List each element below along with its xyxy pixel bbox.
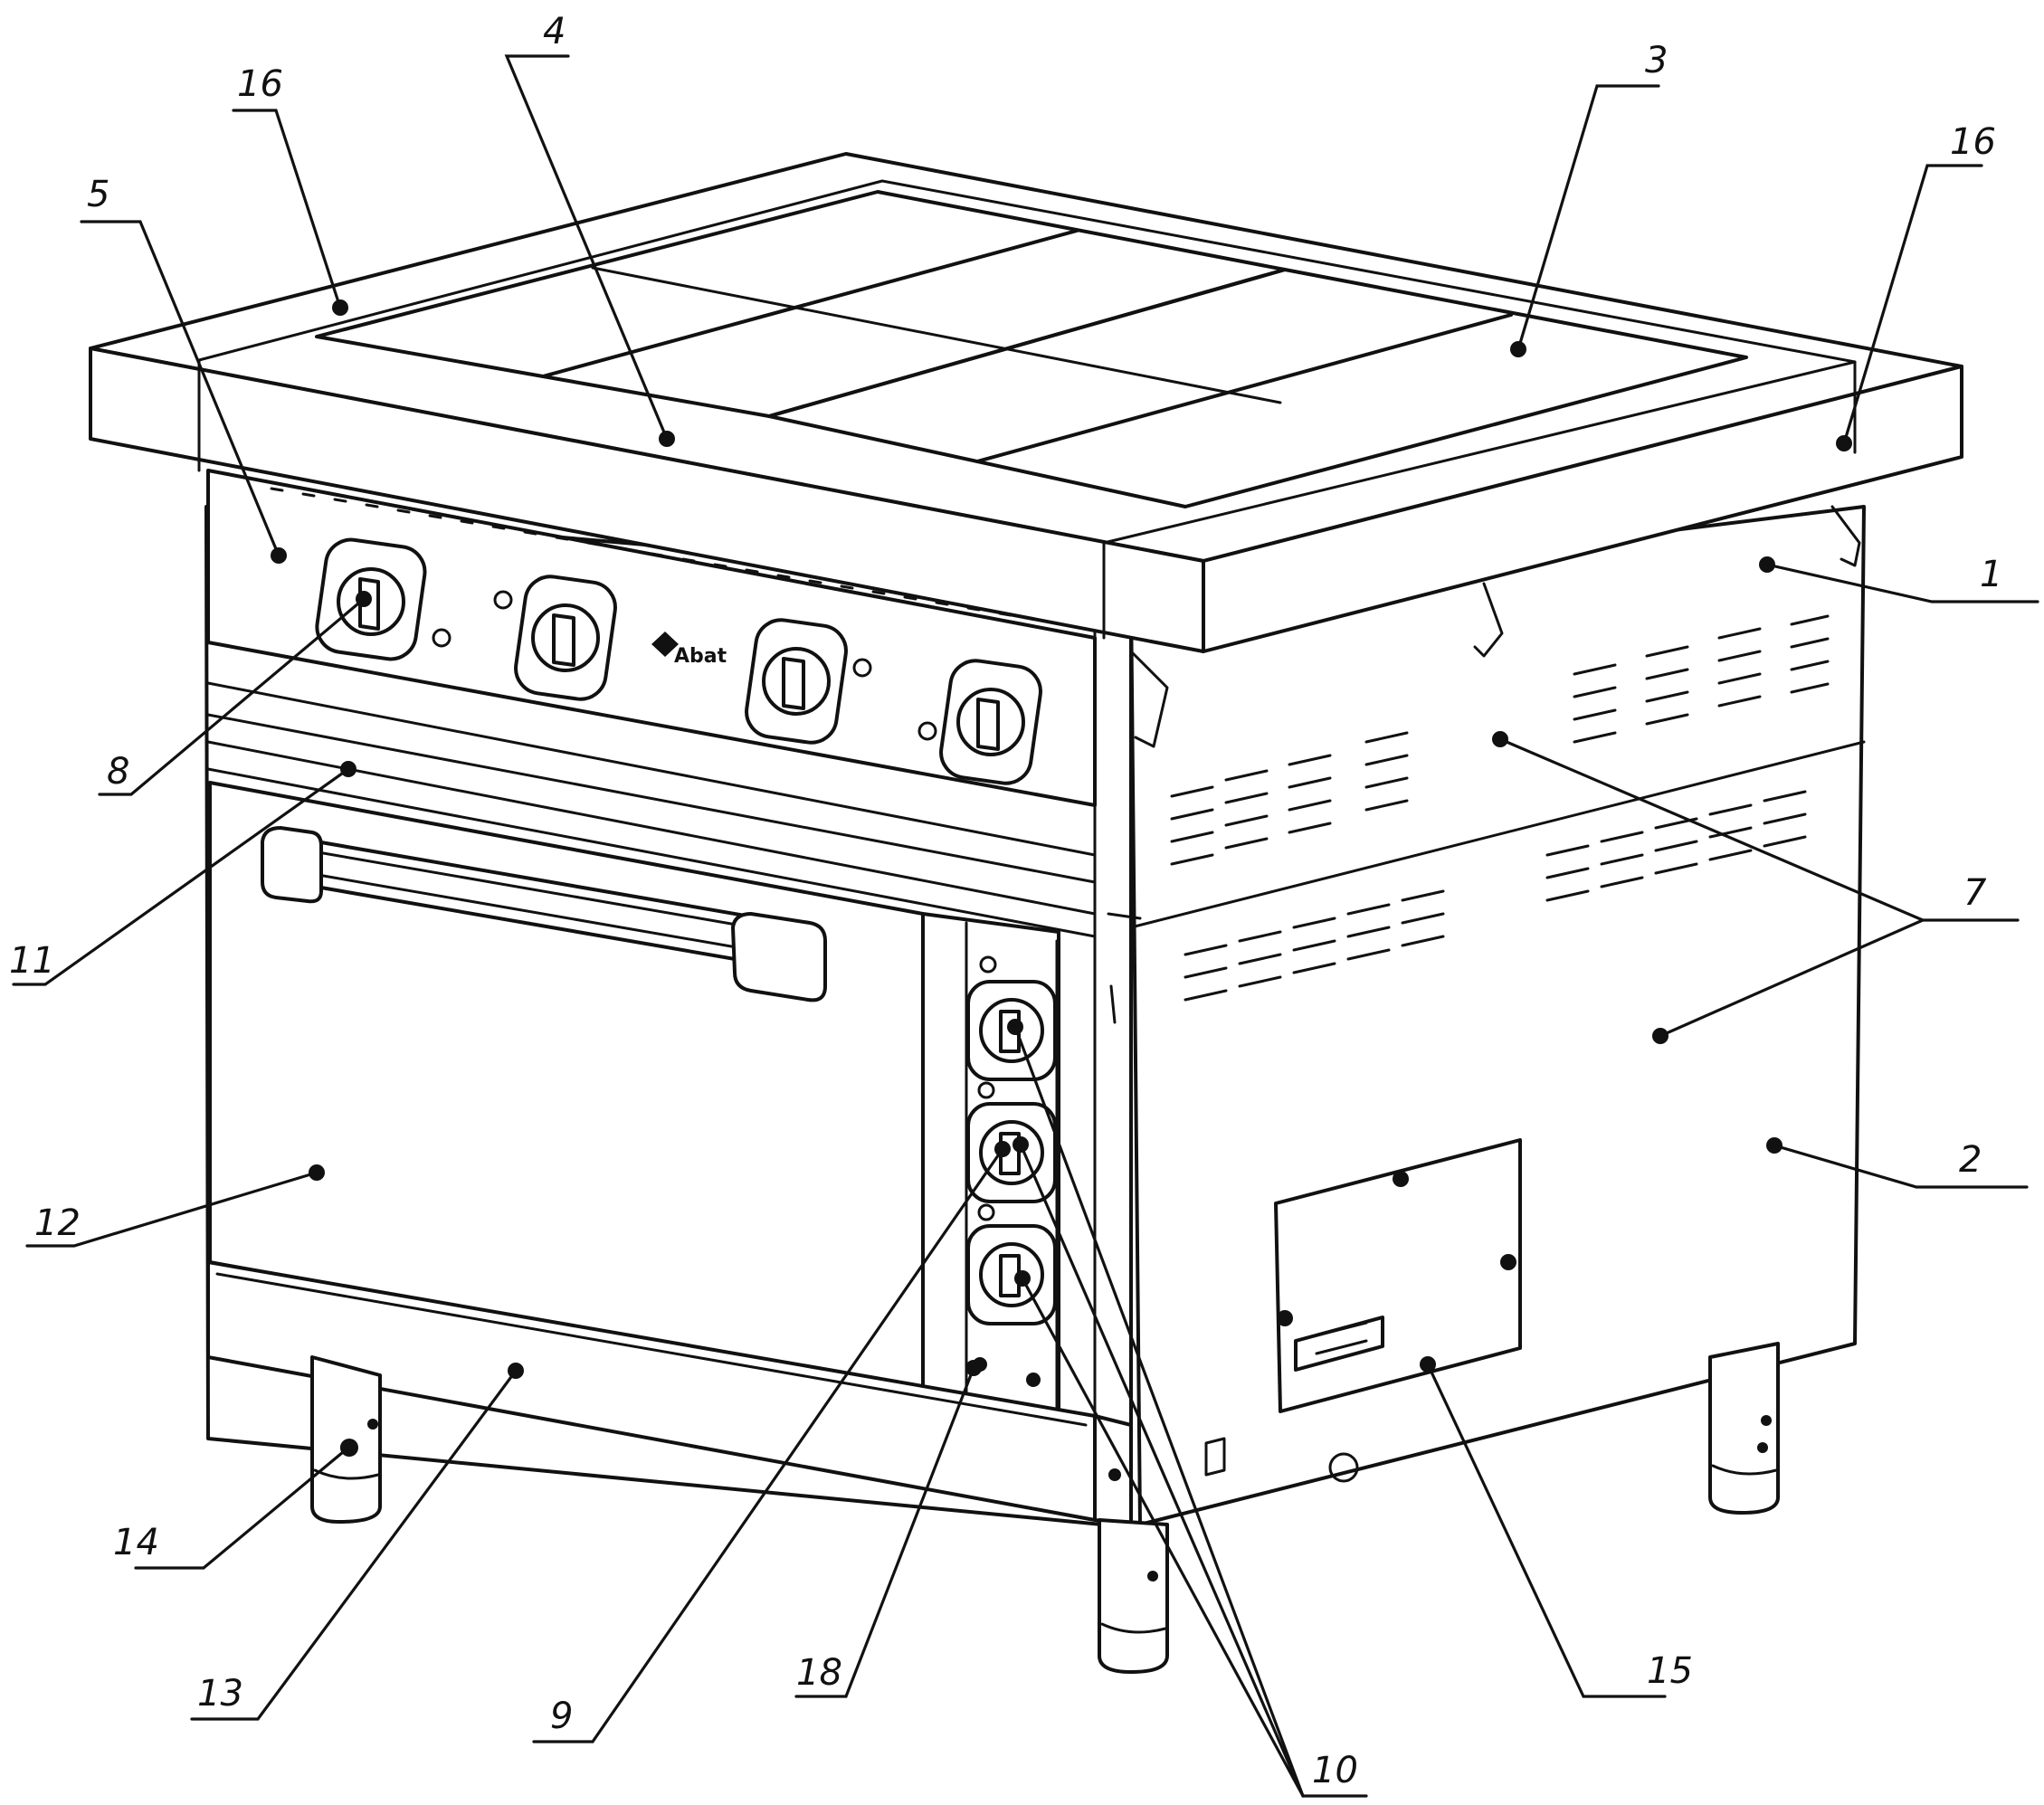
callout-10: 10 bbox=[1007, 1019, 1368, 1798]
callout-12: 12 bbox=[25, 1164, 325, 1248]
svg-text:15: 15 bbox=[1647, 1650, 1693, 1692]
svg-text:13: 13 bbox=[197, 1673, 243, 1715]
legs bbox=[310, 1342, 1780, 1674]
callout-16-right: 16 bbox=[1836, 121, 1996, 451]
callout-13: 13 bbox=[190, 1363, 524, 1721]
svg-text:14: 14 bbox=[113, 1522, 159, 1563]
oven-knob-3[interactable] bbox=[966, 1203, 1057, 1325]
vent-dot-row bbox=[270, 487, 1044, 622]
callout-3: 3 bbox=[1510, 40, 1668, 357]
svg-text:8: 8 bbox=[107, 751, 129, 793]
svg-text:12: 12 bbox=[34, 1202, 81, 1244]
svg-text:9: 9 bbox=[550, 1696, 573, 1737]
callout-1: 1 bbox=[1759, 554, 2039, 603]
svg-text:16: 16 bbox=[237, 63, 283, 105]
hob-knob-3[interactable] bbox=[743, 617, 872, 746]
svg-text:5: 5 bbox=[87, 174, 109, 215]
oven-knob-2[interactable] bbox=[966, 1081, 1057, 1203]
hob-top bbox=[89, 152, 1963, 653]
hob-knob-2[interactable] bbox=[493, 574, 619, 703]
control-panel: Abat bbox=[206, 469, 1097, 938]
callout-9: 9 bbox=[532, 1141, 1011, 1743]
svg-text:18: 18 bbox=[796, 1652, 842, 1694]
callout-16-left: 16 bbox=[232, 63, 348, 316]
callout-11: 11 bbox=[9, 761, 357, 986]
callout-4: 4 bbox=[504, 11, 675, 447]
svg-text:1: 1 bbox=[1980, 554, 2002, 595]
vent-slots-lower bbox=[1184, 790, 1807, 1002]
svg-text:10: 10 bbox=[1312, 1750, 1358, 1791]
hob-knob-4[interactable] bbox=[917, 658, 1044, 787]
svg-text:Abat: Abat bbox=[674, 645, 727, 668]
callout-14: 14 bbox=[113, 1439, 357, 1570]
callout-2: 2 bbox=[1766, 1137, 2029, 1189]
hob-knob-1[interactable] bbox=[314, 537, 452, 662]
svg-text:11: 11 bbox=[9, 940, 55, 982]
svg-text:7: 7 bbox=[1963, 872, 1987, 914]
plinth bbox=[206, 1260, 1133, 1526]
side-panel bbox=[1129, 505, 1866, 1483]
callout-5: 5 bbox=[80, 174, 287, 564]
callouts: 1 2 3 4 5 bbox=[9, 11, 2039, 1798]
oven-knob-1[interactable] bbox=[966, 955, 1057, 1081]
oven-door[interactable] bbox=[208, 781, 925, 1395]
brand-logo: Abat bbox=[651, 632, 727, 668]
svg-text:16: 16 bbox=[1950, 121, 1996, 163]
oven-door-handle[interactable] bbox=[261, 826, 827, 1002]
callout-18: 18 bbox=[794, 1360, 982, 1698]
vent-slots-upper bbox=[1170, 614, 1830, 866]
callout-15: 15 bbox=[1420, 1356, 1693, 1698]
svg-text:3: 3 bbox=[1645, 40, 1668, 81]
svg-text:2: 2 bbox=[1959, 1139, 1982, 1181]
callout-8: 8 bbox=[98, 591, 372, 796]
callout-7: 7 bbox=[1492, 731, 2020, 1044]
svg-text:4: 4 bbox=[543, 11, 566, 52]
